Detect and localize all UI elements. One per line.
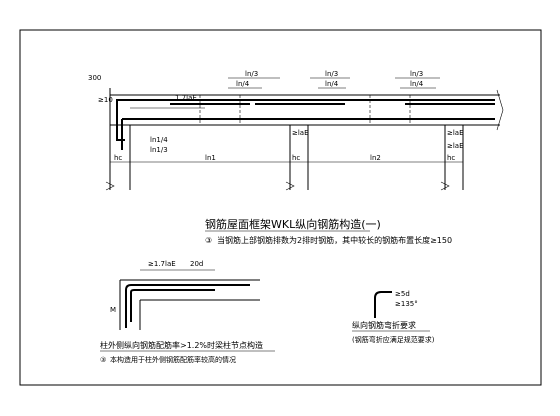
hook-dim: ≥5d [395,290,410,298]
label-hc-2: hc [292,154,300,162]
hook-bar [374,291,392,318]
label-lae-3: ≥laE [447,142,464,150]
hook-subtitle: (钢筋弯折应满足规范要求) [352,335,435,344]
joint-end-dim: 20d [190,260,203,268]
hook-title: 纵向钢筋弯折要求 [352,320,416,330]
label-ln4-b: ln/4 [325,80,339,88]
secondary-note-marker: ③ [100,356,106,364]
joint-top-dim: ≥1.7laE [148,260,176,268]
secondary-detail-title: 柱外侧纵向钢筋配筋率>1.2%时梁柱节点构造 [100,340,263,350]
label-ln4-c: ln/4 [410,80,424,88]
break-mark-mid [285,181,295,191]
main-beam-detail: ln/3 ln/4 ln/3 ln/4 ln/3 ln/4 300 ≥10 1.… [88,70,504,245]
label-d10: ≥10 [98,96,113,104]
label-ln3-a: ln/3 [245,70,258,78]
label-ln3-c: ln/3 [410,70,423,78]
corner-joint-detail: ≥1.7laE 20d M 柱外侧纵向钢筋配筋率>1.2%时梁柱节点构造 ③ 本… [100,260,275,364]
hook-angle: ≥135° [395,300,418,308]
label-17lae: 1.7laE [175,94,197,102]
label-lae-2: ≥laE [447,129,464,137]
label-lnl3: ln1/3 [150,146,168,154]
label-lnl4: ln1/4 [150,136,168,144]
label-ln4-a: ln/4 [236,80,250,88]
joint-inner-bar [130,289,215,322]
label-dim-300: 300 [88,74,101,82]
secondary-detail-note: 本构造用于柱外侧钢筋配筋率较高的情况 [110,355,236,364]
label-lae-1: ≥laE [292,129,309,137]
label-span-2: ln2 [370,154,381,162]
main-detail-note: 当钢筋上部钢筋排数为2排时钢筋，其中较长的钢筋布置长度≥150 [217,235,452,245]
break-mark-beam [496,89,504,131]
label-span-1: ln1 [205,154,216,162]
joint-label-m: M [110,306,116,314]
label-ln3-b: ln/3 [325,70,338,78]
label-hc-1: hc [114,154,122,162]
main-note-marker: ③ [205,236,212,245]
main-detail-title: 钢筋屋面框架WKL纵向钢筋构造(一) [205,217,381,231]
break-mark-left [105,181,115,191]
drawing-frame [19,29,542,386]
label-hc-3: hc [447,154,455,162]
joint-outer-bar [125,284,250,328]
hook-detail: ≥5d ≥135° 纵向钢筋弯折要求 (钢筋弯折应满足规范要求) [352,290,435,344]
break-mark-right [440,181,450,191]
